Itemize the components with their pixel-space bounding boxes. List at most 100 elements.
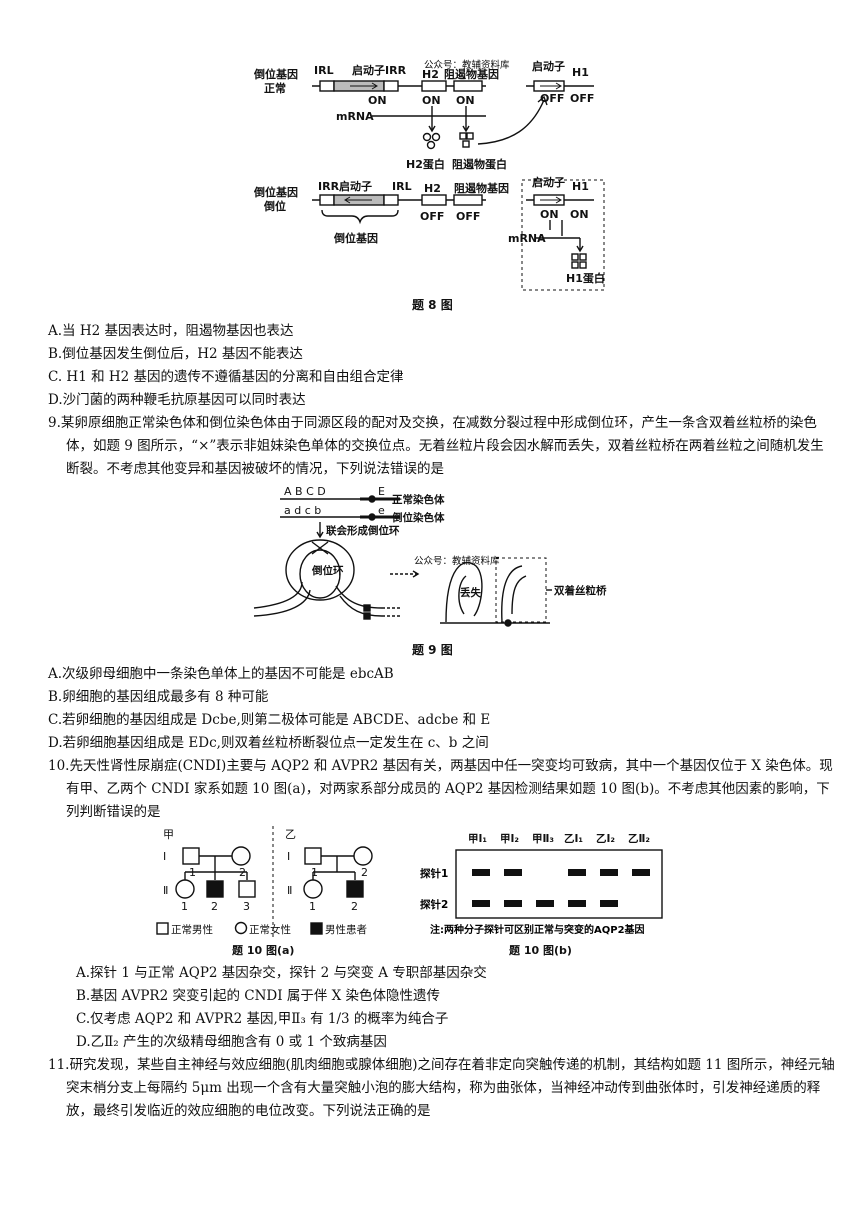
fig9-loop-label: 倒位环	[311, 564, 344, 577]
fig8-top-on-blocker: ON	[456, 94, 475, 107]
fig8-top-off-2: OFF	[570, 92, 594, 105]
q11-stem: 11.研究发现，某些自主神经与效应细胞(肌肉细胞或腺体细胞)之间存在着非定向突触…	[48, 1057, 835, 1119]
fig8-bottom-mrna: mRNA	[508, 232, 546, 245]
fig10b-probe2-band	[472, 900, 490, 907]
fig9-row2-e: e	[378, 504, 385, 517]
q10-option-a: A.探针 1 与正常 AQP2 基因杂交，探针 2 与突变 A 专职部基因杂交	[76, 965, 487, 981]
fig10b-probe1-band	[504, 869, 522, 876]
svg-text:1: 1	[311, 866, 318, 879]
fig8-bottom-irl: IRL	[392, 180, 412, 193]
fig10b-column-label: 乙Ⅰ₂	[596, 833, 615, 845]
fig10b-probe1-band	[632, 869, 650, 876]
fig8-top-h2: H2	[422, 68, 439, 81]
fig10b-probe2-band	[600, 900, 618, 907]
svg-text:Ⅰ: Ⅰ	[163, 850, 166, 863]
fig8-bottom-side-2: 倒位	[263, 199, 286, 213]
fig9-row1: A B C D	[284, 486, 326, 498]
fig10b-probe2-band	[504, 900, 522, 907]
q8-option-b: B.倒位基因发生倒位后，H2 基因不能表达	[48, 346, 303, 362]
fig8-bottom-off-h2: OFF	[420, 210, 444, 223]
q9-stem: 9.某卵原细胞正常染色体和倒位染色体由于同源区段的配对及交换，在减数分裂过程中形…	[48, 415, 824, 477]
fig8-top-promoter-right: 启动子	[532, 59, 565, 73]
q9-option-a: A.次级卵母细胞中一条染色单体上的基因不可能是 ebcAB	[48, 666, 394, 682]
figure-9: A B C D E 正常染色体 a d c b e 倒位染色体 联会形成倒位环 …	[253, 486, 607, 627]
figure-10b-probes: 甲Ⅰ₁ 甲Ⅰ₂ 甲Ⅱ₃ 乙Ⅰ₁ 乙Ⅰ₂ 乙Ⅱ₂ 探针1 探针2 注:两种分子探针可区别正常…	[420, 830, 668, 938]
fig8-bottom-h1: H1	[572, 180, 589, 193]
fig8-bottom-side-1: 倒位基因	[253, 185, 298, 199]
fig10b-probe1-band	[600, 869, 618, 876]
q8-option-d: D.沙门菌的两种鞭毛抗原基因可以同时表达	[48, 392, 306, 408]
fig8-top-mrna: mRNA	[336, 110, 374, 123]
svg-text:2: 2	[351, 900, 358, 913]
fig10b-probe2-band	[568, 900, 586, 907]
svg-text:1: 1	[309, 900, 316, 913]
fig10a-legend-normal-male: 正常男性	[171, 923, 213, 936]
fig10b-column-label: 甲Ⅰ₁	[468, 833, 487, 845]
fig8-top-irl: IRL	[314, 64, 334, 77]
fig8-top-on-left: ON	[368, 94, 387, 107]
q8-option-a: A.当 H2 基因表达时，阻遏物基因也表达	[48, 323, 294, 339]
fig10a-legend-normal-female: 正常女性	[249, 923, 291, 936]
fig10a-legend-affected-male: 男性患者	[325, 923, 367, 936]
fig9-row2: a d c b	[284, 504, 321, 517]
svg-text:Ⅱ: Ⅱ	[287, 884, 292, 897]
fig10b-probe1-label: 探针1	[420, 867, 448, 880]
fig8-bottom-blocker-gene: 阻遏物基因	[454, 181, 509, 195]
fig8-bottom-h1-protein: H1蛋白	[566, 271, 605, 285]
svg-text:2: 2	[361, 866, 368, 879]
fig9-bridge-label: 双着丝粒桥	[553, 584, 607, 597]
fig10b-probe2-label: 探针2	[420, 898, 448, 911]
fig10b-svg: 甲Ⅰ₁ 甲Ⅰ₂ 甲Ⅱ₃ 乙Ⅰ₁ 乙Ⅰ₂ 乙Ⅱ₂ 探针1 探针2 注:两种分子探针可区别正常…	[420, 833, 663, 936]
svg-text:2: 2	[239, 866, 246, 879]
fig9-caption: 题 9 图	[412, 643, 453, 657]
irl-box-top	[319, 80, 335, 92]
fig8-top-side-1: 倒位基因	[253, 67, 298, 81]
fig10b-note: 注:两种分子探针可区别正常与突变的AQP2基因	[430, 923, 645, 936]
q9-option-b: B.卵细胞的基因组成最多有 8 种可能	[48, 689, 269, 705]
fig10b-column-label: 甲Ⅰ₂	[500, 833, 519, 845]
fig10b-caption: 题 10 图(b)	[509, 944, 572, 957]
fig8-bottom-h2: H2	[424, 182, 441, 195]
fig9-watermark: 公众号：教辅资料库	[414, 555, 500, 567]
fig8-top-blocker-gene: 阻遏物基因	[444, 67, 499, 81]
fig8-top-h1: H1	[572, 66, 589, 79]
fig9-synapsis-label: 联会形成倒位环	[326, 524, 400, 537]
fig9-normal-label: 正常染色体	[392, 493, 445, 506]
fig10a-caption: 题 10 图(a)	[232, 944, 295, 957]
q9-option-c: C.若卵细胞的基因组成是 Dcbe,则第二极体可能是 ABCDE、adcbe 和…	[48, 712, 491, 728]
fig8-bottom-irr-promoter: IRR启动子	[318, 179, 372, 193]
fig10b-probe2-band	[536, 900, 554, 907]
fig10b-probe1-band	[568, 869, 586, 876]
fig8-caption: 题 8 图	[412, 298, 453, 312]
q10-stem: 10.先天性肾性尿崩症(CNDI)主要与 AQP2 和 AVPR2 基因有关，两…	[48, 758, 833, 820]
fig8-bottom-inverted-gene: 倒位基因	[333, 231, 378, 245]
q8-option-c: C. H1 和 H2 基因的遗传不遵循基因的分离和自由组合定律	[48, 369, 404, 385]
svg-text:1: 1	[189, 866, 196, 879]
fig9-lost-label: 丢失	[460, 586, 481, 599]
fig10a-jia: 甲	[163, 828, 174, 841]
fig8-bottom-off-blocker: OFF	[456, 210, 480, 223]
q10-option-b: B.基因 AVPR2 突变引起的 CNDI 属于伴 X 染色体隐性遗传	[76, 988, 441, 1004]
fig8-top-blocker-protein: 阻遏物蛋白	[452, 157, 507, 171]
fig8-top-watermark: 公众号：教辅资料库	[424, 59, 510, 71]
fig9-inverted-label: 倒位染色体	[391, 511, 445, 524]
fig10b-column-label: 甲Ⅱ₃	[532, 833, 554, 845]
figure-8: 倒位基因 正常 IRL 启动子IRR ON 公众号：教辅资料库 H2 阻遏物基因…	[253, 59, 605, 291]
fig9-row1-e: E	[378, 486, 385, 498]
fig10b-probe1-band	[472, 869, 490, 876]
fig8-top-on-h2: ON	[422, 94, 441, 107]
fig10b-column-label: 乙Ⅰ₁	[564, 833, 583, 845]
svg-text:Ⅰ: Ⅰ	[287, 850, 290, 863]
fig10b-column-label: 乙Ⅱ₂	[628, 833, 650, 845]
fig8-bottom-on-1: ON	[540, 208, 559, 221]
svg-text:2: 2	[211, 900, 218, 913]
fig10a-yi: 乙	[285, 828, 296, 841]
fig8-top-promoter-irr: 启动子IRR	[352, 63, 407, 77]
fig8-top-side-2: 正常	[264, 81, 286, 95]
svg-text:3: 3	[243, 900, 250, 913]
q10-option-c: C.仅考虑 AQP2 和 AVPR2 基因,甲Ⅱ₃ 有 1/3 的概率为纯合子	[76, 1011, 449, 1027]
fig8-top-h2-protein: H2蛋白	[406, 157, 445, 171]
svg-text:Ⅱ: Ⅱ	[163, 884, 168, 897]
fig8-bottom-on-2: ON	[570, 208, 589, 221]
